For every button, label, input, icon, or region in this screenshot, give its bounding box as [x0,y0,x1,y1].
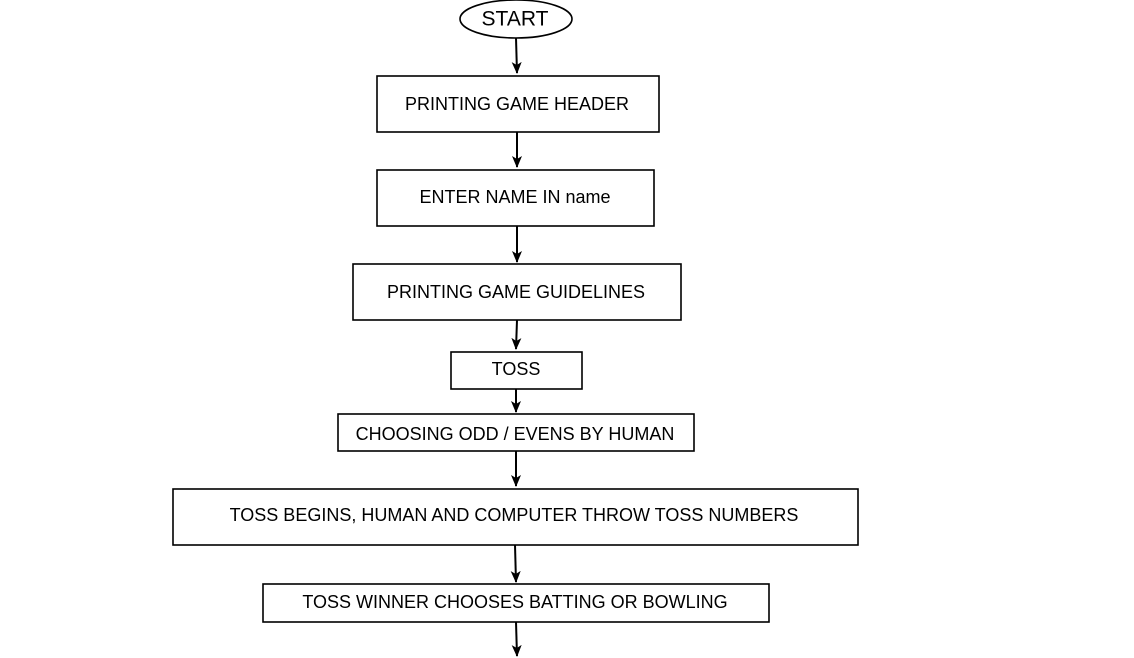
flowchart-node-toss-winner: TOSS WINNER CHOOSES BATTING OR BOWLING [262,583,770,623]
toss-winner-process-box [262,583,770,623]
guidelines-process-box [352,263,682,321]
toss-winner-label: TOSS WINNER CHOOSES BATTING OR BOWLING [302,592,727,612]
flowchart-node-toss-begins: TOSS BEGINS, HUMAN AND COMPUTER THROW TO… [172,488,859,546]
odd-even-label: CHOOSING ODD / EVENS BY HUMAN [356,424,675,444]
flowchart-node-start: START [459,0,573,39]
flowchart-node-name: ENTER NAME IN name [376,169,655,227]
start-label: START [482,8,549,31]
header-process-box [376,75,660,133]
guidelines-label: PRINTING GAME GUIDELINES [387,282,645,302]
toss-begins-label: TOSS BEGINS, HUMAN AND COMPUTER THROW TO… [230,505,799,525]
toss-begins-process-box [172,488,859,546]
start-terminator-shape [459,0,573,39]
edge-guidelines-to-toss [511,319,522,350]
odd-even-process-box [337,413,695,452]
toss-process-box [450,351,583,390]
flowchart-node-toss: TOSS [450,351,583,390]
name-label: ENTER NAME IN name [419,187,610,207]
name-process-box [376,169,655,227]
edge-toss-begins-to-toss-winner [510,544,521,583]
flowchart-node-header: PRINTING GAME HEADER [376,75,660,133]
toss-label: TOSS [492,359,541,379]
edge-toss-winner-continues [511,621,522,657]
flowchart-node-odd-even: CHOOSING ODD / EVENS BY HUMAN [337,413,695,452]
edge-start-to-header [511,37,522,74]
flowchart-node-guidelines: PRINTING GAME GUIDELINES [352,263,682,321]
header-label: PRINTING GAME HEADER [405,94,629,114]
flowchart-edges [510,37,522,657]
